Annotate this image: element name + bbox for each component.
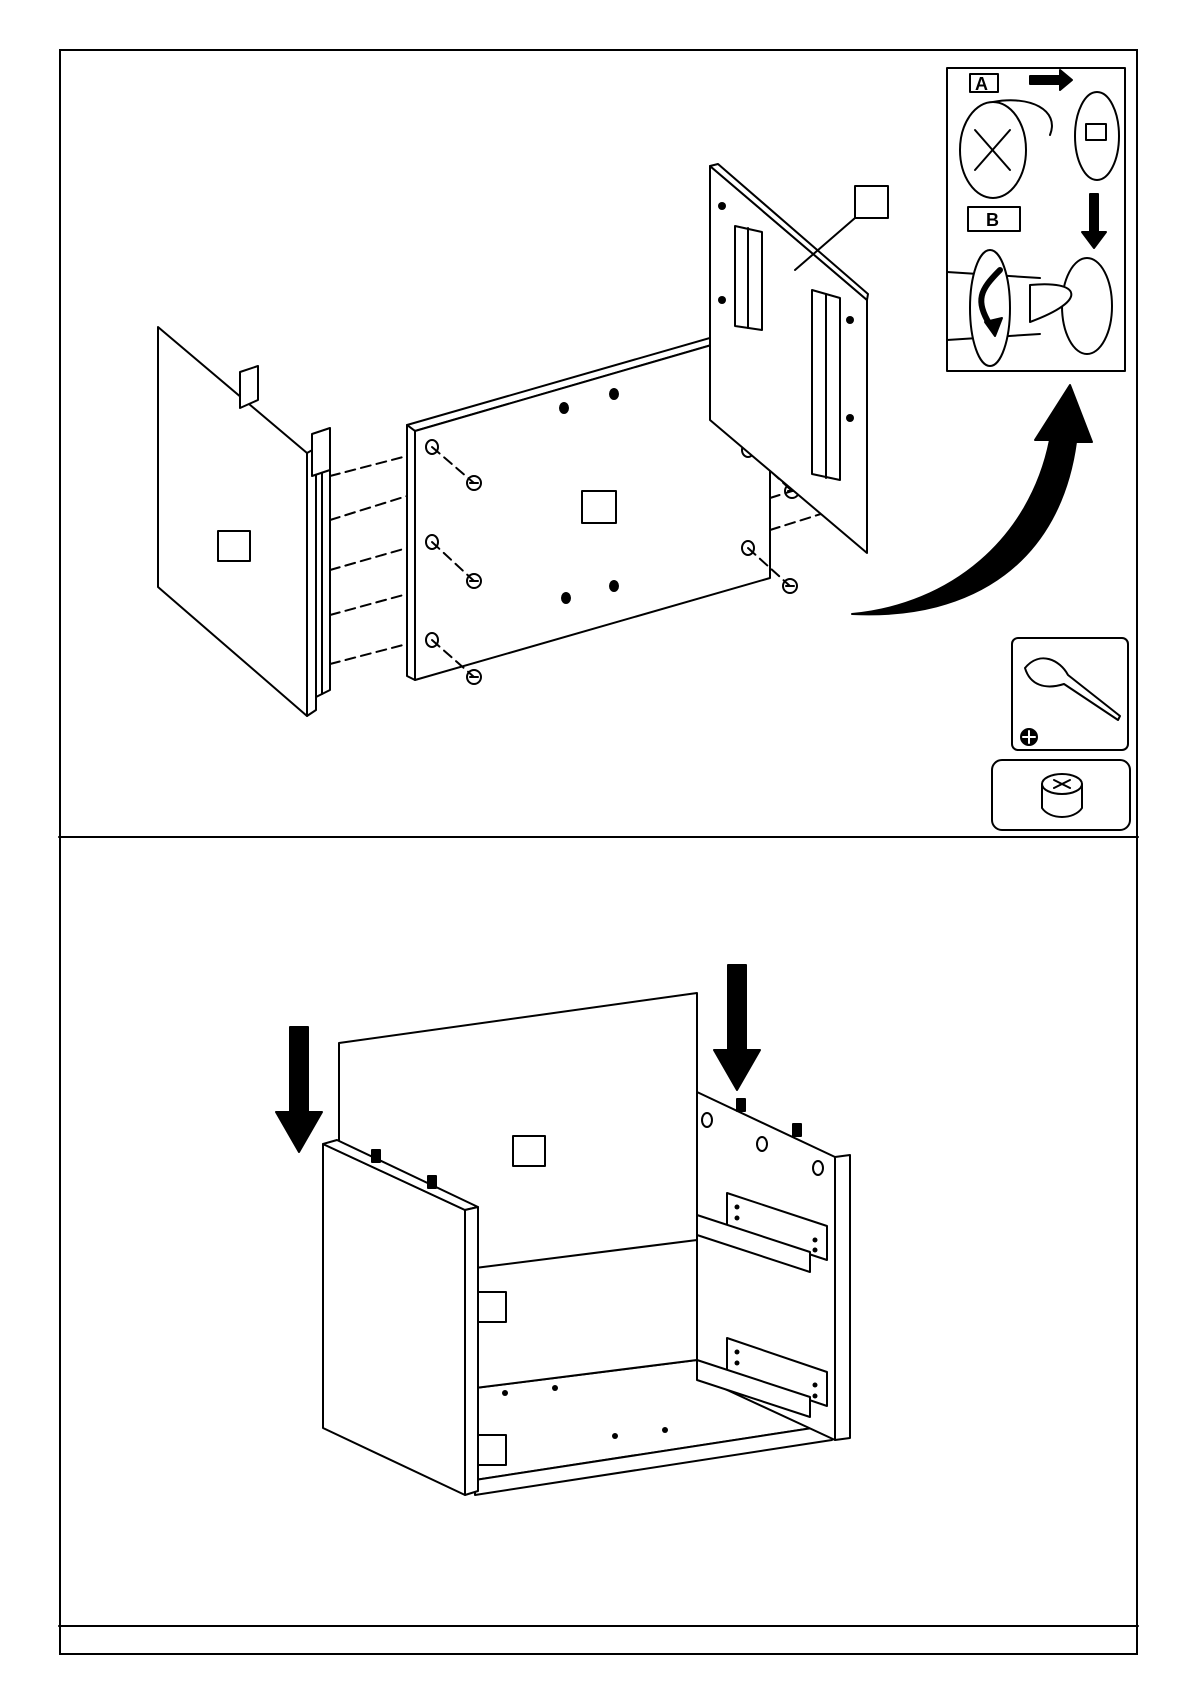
left-side-panel xyxy=(158,327,330,716)
inset-label-a: A xyxy=(975,74,988,94)
down-arrow-icon xyxy=(276,1027,322,1152)
screwdriver-tool-box xyxy=(1012,638,1128,750)
down-arrow-icon xyxy=(714,965,760,1090)
cam-fitting-tool-box xyxy=(992,760,1130,830)
curved-arrow-icon xyxy=(852,385,1092,614)
cam-lock-detail-inset: A B xyxy=(947,68,1125,371)
step2-assembly-view xyxy=(276,965,850,1495)
part-label-box xyxy=(855,186,888,218)
inset-label-b: B xyxy=(986,210,999,230)
